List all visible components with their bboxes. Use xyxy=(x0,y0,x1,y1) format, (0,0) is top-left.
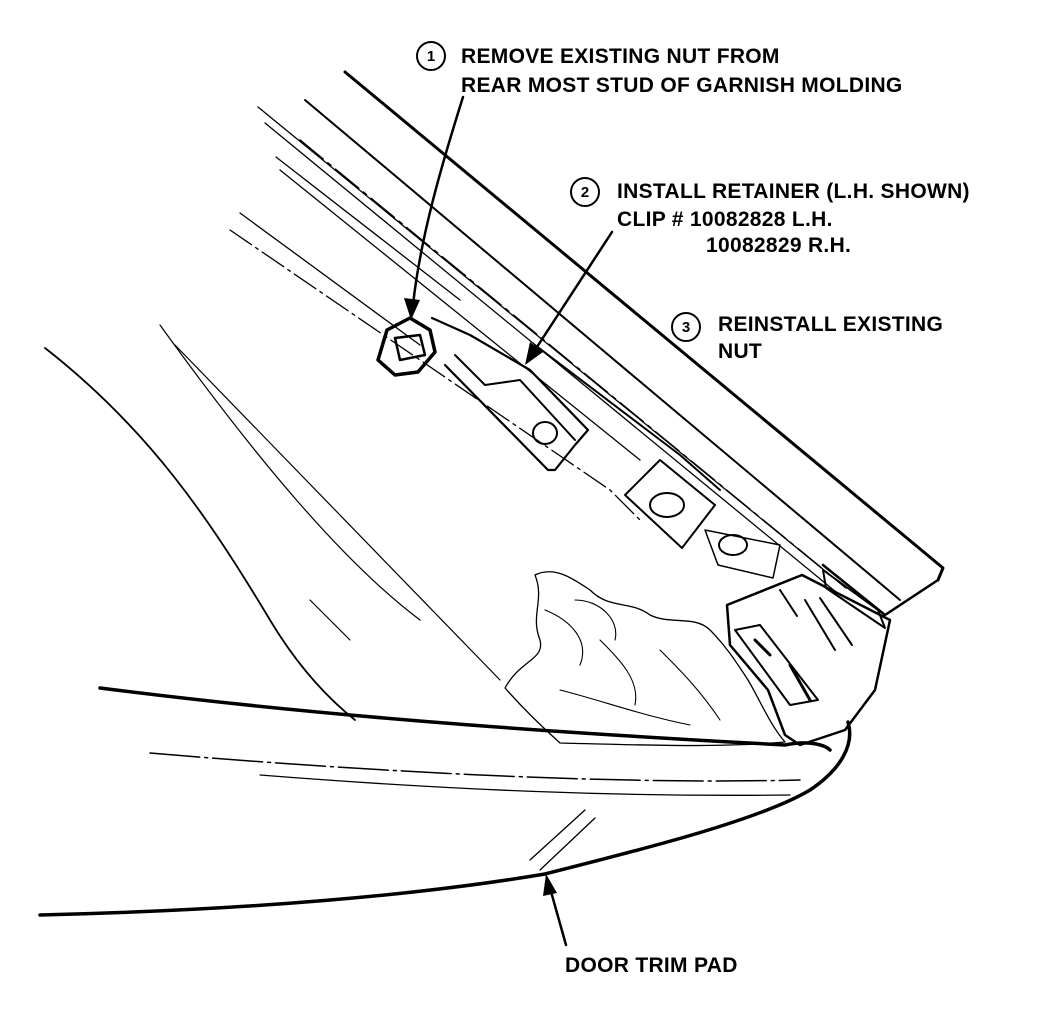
callout-1-arrow xyxy=(404,95,465,320)
door-panel xyxy=(44,324,501,721)
existing-nut xyxy=(376,316,437,377)
door-trim-pad xyxy=(38,686,852,917)
trim-pad-highlight-1 xyxy=(529,809,586,861)
retainer-clip-hook xyxy=(753,638,812,702)
molding-line-g xyxy=(229,229,641,521)
retainer-clip-body xyxy=(725,573,892,747)
callout-2-circle xyxy=(570,177,600,207)
callout-2-line-2: CLIP # 10082828 L.H. xyxy=(617,208,833,231)
callout-2-line-1: INSTALL RETAINER (L.H. SHOWN) xyxy=(617,180,970,203)
callout-1: 1 REMOVE EXISTING NUT FROM REAR MOST STU… xyxy=(416,41,903,97)
callout-2: 2 INSTALL RETAINER (L.H. SHOWN) CLIP # 1… xyxy=(570,177,970,257)
callout-2-leader xyxy=(533,230,614,352)
retainer-clip xyxy=(725,569,892,747)
callout-3: 3 REINSTALL EXISTING NUT xyxy=(671,312,943,363)
molding-line-c xyxy=(299,139,847,589)
callout-3-line-2: NUT xyxy=(718,340,762,363)
door-panel-inner-line-1 xyxy=(159,324,421,621)
door-trim-pad-leader xyxy=(548,886,568,947)
garnish-molding-end-cap xyxy=(821,563,940,617)
callout-2-arrowhead xyxy=(525,342,543,365)
retainer-clip-tab xyxy=(822,569,886,629)
trim-pad-top-edge xyxy=(98,686,832,752)
callout-1-leader xyxy=(411,95,465,307)
door-panel-left-contour xyxy=(44,347,356,721)
torn-padding-outline xyxy=(504,571,786,747)
callout-2-arrow xyxy=(525,230,614,365)
molding-line-e xyxy=(239,212,421,346)
retainer-clip-slot xyxy=(734,624,819,706)
door-panel-inner-line-2 xyxy=(174,344,501,681)
molding-lower-lip xyxy=(534,344,721,491)
torn-padding-texture xyxy=(544,599,721,726)
retainer-plate-extension xyxy=(704,529,781,579)
trim-pad-mid-line-2 xyxy=(259,774,791,796)
stud-bracket-hole xyxy=(532,421,558,445)
callout-3-line-1: REINSTALL EXISTING xyxy=(718,313,943,336)
stud-bracket-body xyxy=(430,316,590,472)
garnish-molding-face-edge xyxy=(304,99,901,601)
trim-pad-mid-line-1 xyxy=(149,752,801,782)
callout-1-number: 1 xyxy=(427,48,435,65)
trim-pad-bottom-edge xyxy=(38,720,852,917)
retainer-plate xyxy=(624,459,781,579)
door-panel-inner-line-3 xyxy=(309,599,351,641)
torn-padding xyxy=(504,571,786,747)
molding-line-f xyxy=(279,169,641,461)
callout-3-number: 3 xyxy=(682,319,690,336)
retainer-plate-keyhole xyxy=(649,492,685,518)
callout-3-circle xyxy=(671,312,701,342)
stud-bracket-fold xyxy=(454,354,576,441)
callout-1-arrowhead xyxy=(404,298,420,320)
garnish-molding xyxy=(229,70,945,617)
garnish-molding-top-edge xyxy=(343,70,945,582)
retainer-clip-ribs xyxy=(779,589,853,651)
molding-line-d xyxy=(275,156,461,301)
callout-2-line-3: 10082829 R.H. xyxy=(706,234,851,257)
callout-1-circle xyxy=(416,41,446,71)
callout-1-line-1: REMOVE EXISTING NUT FROM xyxy=(461,45,780,68)
retainer-plate-stud-hole xyxy=(718,534,748,556)
callout-1-line-2: REAR MOST STUD OF GARNISH MOLDING xyxy=(461,74,903,97)
door-trim-pad-label: DOOR TRIM PAD xyxy=(565,954,738,977)
existing-nut-center xyxy=(393,333,427,362)
door-trim-pad-arrowhead xyxy=(543,874,557,896)
nut-assembly xyxy=(376,316,590,472)
door-trim-pad-callout: DOOR TRIM PAD xyxy=(543,874,738,977)
retainer-plate-body xyxy=(624,459,716,549)
trim-pad-highlight-2 xyxy=(539,817,596,871)
callout-2-number: 2 xyxy=(581,184,589,201)
